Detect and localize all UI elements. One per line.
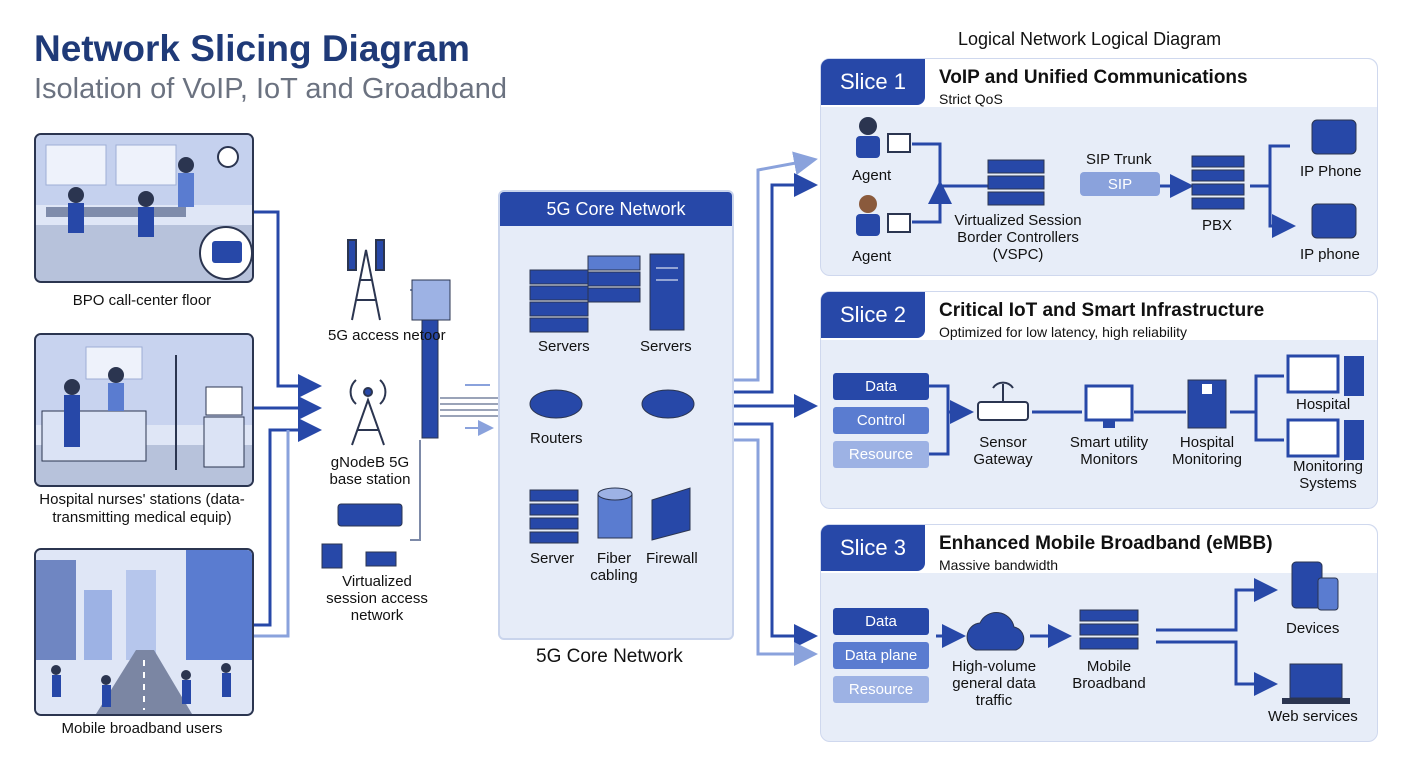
page-subtitle: Isolation of VoIP, IoT and Groadband [34, 73, 507, 105]
slice-1-subtitle: Strict QoS [939, 91, 1003, 107]
hospital-label: Hospital [1296, 396, 1351, 413]
vspc-label: Virtualized Session Border Controllers (… [954, 212, 1082, 263]
ip-phone-2-label: IP phone [1300, 246, 1360, 263]
link-mobile [252, 418, 322, 627]
pbx-label: PBX [1202, 217, 1233, 234]
slice-3-data-plane-pill: Data plane [833, 642, 929, 669]
hospital-caption: Hospital nurses' stations (data-transmit… [39, 491, 245, 526]
virt-access-label: Virtualized session access network [326, 573, 428, 624]
link-bpo [252, 210, 322, 398]
slice-2-data-pill: Data [833, 373, 929, 400]
monitoring-systems-label: Monitoring Systems [1292, 458, 1364, 492]
mobile-broadband-label: Mobile Broadband [1072, 658, 1146, 692]
slice-1-tab: Slice 1 [821, 59, 925, 105]
agent-1-label: Agent [852, 167, 892, 184]
core-network-footer: 5G Core Network [536, 646, 683, 667]
slice-2-control-pill: Control [833, 407, 929, 434]
slice-3-resource-pill: Resource [833, 676, 929, 703]
slice-3-data-pill: Data [833, 608, 929, 635]
mobile-users-scene [34, 548, 254, 716]
ip-phone-1-label: IP Phone [1300, 163, 1362, 180]
servers-right-label: Servers [640, 338, 692, 355]
servers-left-label: Servers [538, 338, 590, 355]
slice-2-resource-pill: Resource [833, 441, 929, 468]
slice-2-subtitle: Optimized for low latency, high reliabil… [939, 324, 1187, 340]
hospital-scene [34, 333, 254, 487]
slice-2-tab: Slice 2 [821, 292, 925, 338]
smart-utility-label: Smart utility Monitors [1069, 434, 1149, 468]
devices-label: Devices [1286, 620, 1340, 637]
slice-3-subtitle: Massive bandwidth [939, 557, 1059, 573]
slice-3-title: Enhanced Mobile Broadband (eMBB) [939, 533, 1273, 554]
slice-2-title: Critical IoT and Smart Infrastructure [939, 300, 1265, 321]
core-network-header: 5G Core Network [500, 192, 732, 226]
bpo-call-center-scene [34, 133, 254, 283]
slice-3-tab: Slice 3 [821, 525, 925, 571]
gnodeb-label: gNodeB 5G base station [329, 454, 411, 488]
agent-2-label: Agent [852, 248, 892, 265]
sip-label: SIP [1107, 176, 1133, 193]
web-services-label: Web services [1268, 708, 1358, 725]
slice-1-title: VoIP and Unified Communications [939, 67, 1248, 88]
sip-trunk-label: SIP Trunk [1086, 151, 1152, 168]
sensor-gateway-label: Sensor Gateway [973, 434, 1033, 468]
server-label: Server [530, 550, 575, 567]
tower-access-label: 5G access netoor [328, 327, 446, 344]
firewall-label: Firewall [646, 550, 698, 567]
hospital-monitoring-label: Hospital Monitoring [1171, 434, 1243, 468]
link-mobile-light [252, 430, 290, 638]
routers-label: Routers [530, 430, 583, 447]
traffic-label: High-volume general data traffic [951, 658, 1037, 709]
mobile-caption: Mobile broadband users [61, 720, 223, 737]
page-title: Network Slicing Diagram [34, 28, 470, 69]
fiber-label: Fiber cabling [590, 550, 638, 584]
logical-diagram-title: Logical Network Logical Diagram [958, 29, 1222, 49]
bpo-caption: BPO call-center floor [72, 292, 212, 309]
